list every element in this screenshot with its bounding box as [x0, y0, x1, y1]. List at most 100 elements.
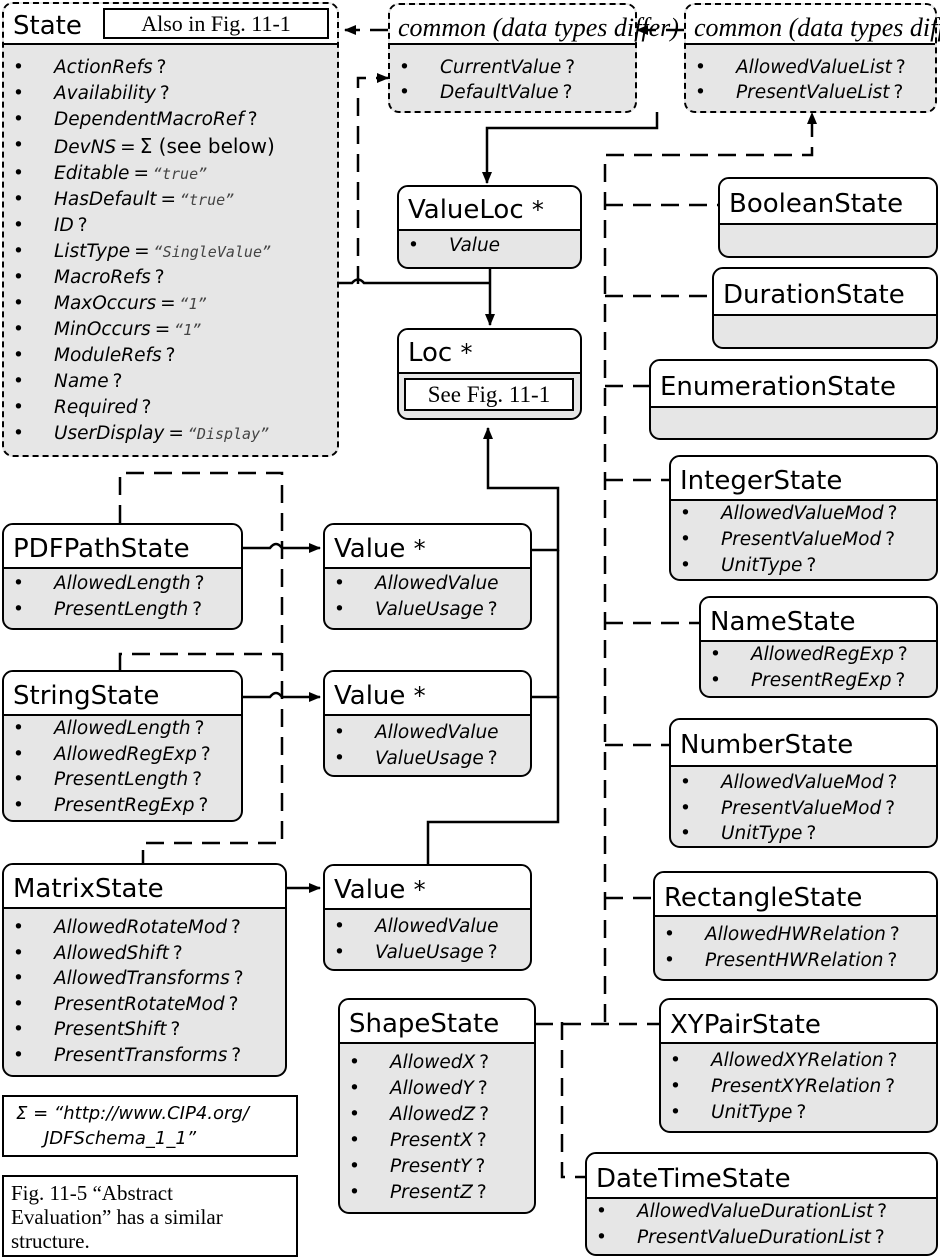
subtypes-bus-up-line [603, 112, 817, 1022]
string-attribute-item: AllowedRegExp? [4, 742, 241, 768]
attribute-name: AllowedValue [375, 916, 499, 937]
namestate-attribute-item: AllowedRegExp? [701, 642, 936, 668]
common-attribute-list-current: CurrentValue?DefaultValue? [390, 55, 635, 105]
common-title-current: common (data types differ) [390, 5, 679, 45]
state-box: State Also in Fig. 11-1 ActionRefs?Avail… [2, 2, 339, 457]
string-branch-line [118, 652, 282, 670]
attribute-name: CurrentValue [440, 57, 562, 78]
attribute-optional-mark: ? [897, 644, 908, 665]
attribute-name: AllowedValueDurationList [637, 1201, 874, 1222]
attribute-name: PresentValueDurationList [637, 1227, 871, 1248]
namestate-box: NameState AllowedRegExp?PresentRegExp? [699, 596, 938, 698]
matrixstate-box: MatrixState AllowedRotateMod?AllowedShif… [2, 863, 287, 1077]
attribute-name: AllowedValueMod [721, 772, 884, 793]
attribute-optional-mark: ? [887, 772, 898, 793]
attribute-optional-mark: ? [231, 1044, 242, 1066]
attribute-name: ValueUsage [375, 942, 484, 963]
attribute-name: PresentValueList [736, 82, 890, 103]
pdfpath-to-value-line [241, 542, 321, 553]
attribute-default-value: “true” [180, 191, 235, 209]
namespace-note: Σ = “http://www.CIP4.org/ JDFSchema_1_1” [2, 1095, 298, 1157]
attribute-default-value: “1” [174, 321, 202, 339]
attribute-name: PresentLength [54, 769, 189, 790]
stringstate-attribute-list: AllowedLength?AllowedRegExp?PresentLengt… [4, 716, 241, 818]
attribute-name: Value [449, 235, 501, 256]
attribute-name: AllowedValueMod [721, 503, 884, 524]
attribute-equals: = [133, 163, 149, 184]
xypairstate-box: XYPairState AllowedXYRelation?PresentXYR… [659, 998, 938, 1133]
attribute-name: MinOccurs [54, 319, 151, 340]
value2-to-bus-line [530, 550, 560, 699]
attribute-optional-mark: ? [476, 1182, 487, 1203]
common2-attribute-item: AllowedValueList? [686, 55, 935, 80]
matrix-attribute-item: PresentShift? [4, 1017, 285, 1043]
state-attribute-item: ModuleRefs? [4, 343, 337, 369]
integerstate-box: IntegerState AllowedValueMod?PresentValu… [669, 455, 938, 581]
rectanglestate-title: RectangleState [655, 873, 936, 917]
attribute-name: MaxOccurs [54, 293, 157, 314]
value-title-bar-1: Value * [325, 525, 530, 569]
attribute-optional-mark: ? [170, 1019, 181, 1040]
attribute-optional-mark: ? [889, 924, 900, 945]
common-title-list: common (data types differ) [686, 5, 940, 45]
attribute-default-value: “true” [152, 165, 208, 183]
value-star-1: * [413, 535, 426, 563]
also-in-fig-label: Also in Fig. 11-1 [103, 8, 329, 39]
common1-attribute-item: DefaultValue? [390, 80, 635, 105]
attribute-default-value: Σ (see below) [139, 134, 275, 158]
attribute-optional-mark: ? [77, 215, 88, 236]
attribute-optional-mark: ? [165, 345, 176, 366]
attribute-optional-mark: ? [806, 555, 817, 576]
booleanstate-box: BooleanState [718, 177, 938, 258]
attribute-name: AllowedShift [54, 942, 169, 964]
shape-attribute-item: AllowedZ? [340, 1102, 534, 1128]
value1-attribute-item: AllowedValue [325, 571, 530, 597]
attribute-optional-mark: ? [230, 917, 241, 938]
numberstate-attribute-list: AllowedValueMod?PresentValueMod?UnitType… [671, 770, 936, 847]
value-box-pdfpath: Value * AllowedValueValueUsage? [323, 523, 532, 630]
attribute-optional-mark: ? [479, 1104, 490, 1125]
state-attribute-item: Editable=“true” [4, 161, 337, 187]
datetimestate-box: DateTimeState AllowedValueDurationList?P… [585, 1152, 938, 1256]
loc-title-bar: Loc * [399, 330, 580, 374]
attribute-optional-mark: ? [885, 529, 896, 550]
attribute-name: ValueUsage [375, 599, 484, 620]
value2-attribute-item: ValueUsage? [325, 746, 530, 772]
value-bus-line [483, 427, 560, 552]
string-attribute-item: PresentLength? [4, 767, 241, 793]
namespace-note-line-1: Σ = “http://www.CIP4.org/ [16, 1103, 249, 1124]
numberstate-box: NumberState AllowedValueMod?PresentValue… [669, 718, 938, 848]
attribute-name: ListType [54, 241, 131, 262]
pdfpathstate-box: PDFPathState AllowedLength?PresentLength… [2, 523, 243, 630]
xypair-attribute-item: AllowedXYRelation? [661, 1048, 936, 1074]
attribute-optional-mark: ? [154, 267, 165, 288]
attribute-name: Required [54, 397, 138, 418]
rectangle-attribute-item: AllowedHWRelation? [655, 922, 936, 948]
attribute-optional-mark: ? [562, 82, 573, 103]
attribute-default-value: “Display” [187, 425, 270, 443]
shape-attribute-item: AllowedY? [340, 1076, 534, 1102]
common1-attribute-item: CurrentValue? [390, 55, 635, 80]
rectanglestate-attribute-list: AllowedHWRelation?PresentHWRelation? [655, 922, 936, 974]
attribute-optional-mark: ? [885, 797, 896, 819]
figure-note-line-1: Fig. 11-5 “Abstract [11, 1181, 173, 1205]
attribute-name: AllowedLength [54, 573, 191, 594]
state-attribute-item: DevNS=Σ (see below) [4, 133, 337, 161]
attribute-name: DefaultValue [440, 82, 559, 103]
attribute-optional-mark: ? [194, 718, 205, 739]
attribute-default-value: “SingleValue” [153, 243, 272, 261]
shape-attribute-item: AllowedX? [340, 1050, 534, 1076]
attribute-name: AllowedXYRelation [711, 1050, 884, 1071]
matrix-attribute-item: PresentTransforms? [4, 1043, 285, 1069]
loc-see-fig-label: See Fig. 11-1 [404, 378, 574, 411]
matrix-attribute-item: PresentRotateMod? [4, 992, 285, 1018]
valueloc-title: ValueLoc [408, 195, 524, 225]
attribute-equals: = [134, 241, 150, 262]
attribute-name: UnitType [711, 1102, 793, 1123]
attribute-name: DependentMacroRef [54, 109, 244, 130]
value-title-1: Value [334, 534, 406, 564]
value-star-3: * [413, 876, 426, 904]
figure-note-line-2: Evaluation” has a similar [11, 1205, 223, 1229]
matrixstate-attribute-list: AllowedRotateMod?AllowedShift?AllowedTra… [4, 915, 285, 1068]
value-attribute-list-2: AllowedValueValueUsage? [325, 720, 530, 772]
